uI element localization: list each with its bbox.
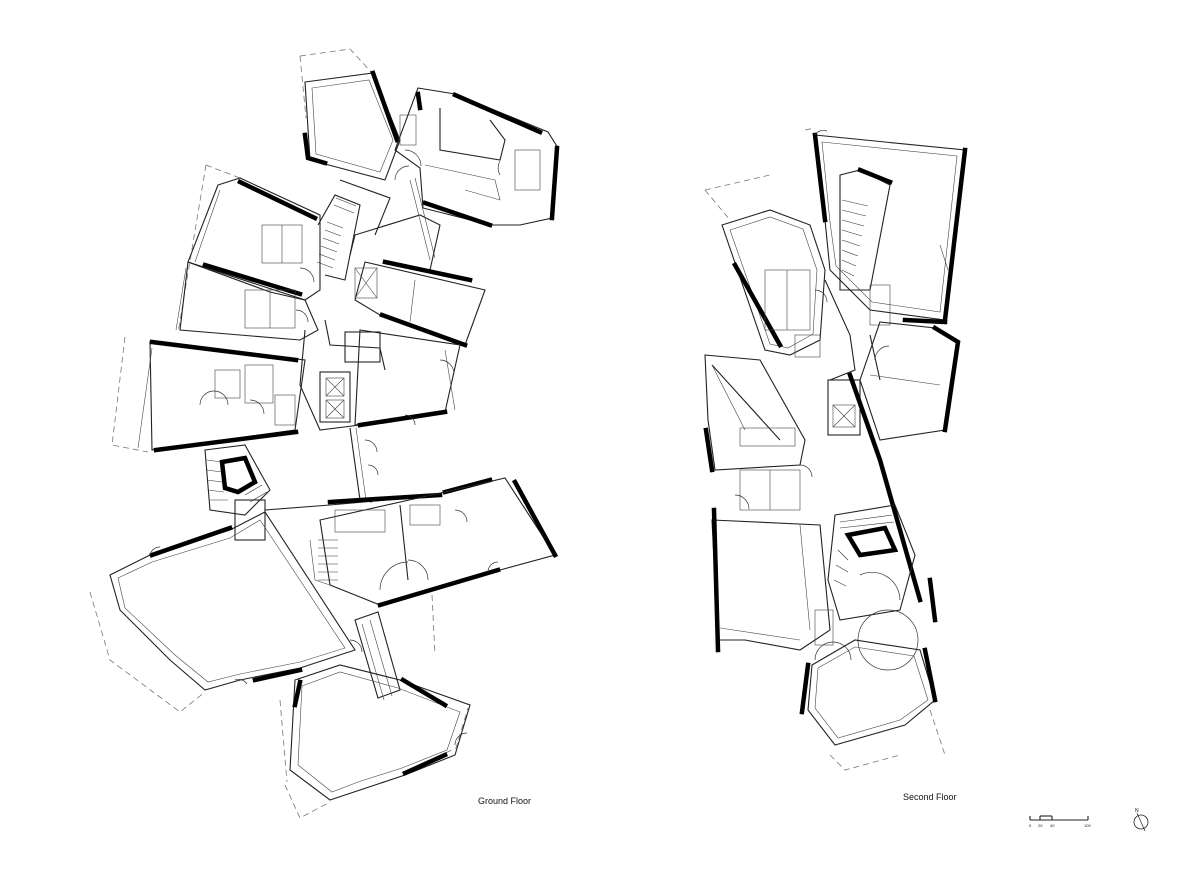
second-floor-south-room bbox=[799, 577, 938, 746]
second-floor-label: Second Floor bbox=[903, 792, 957, 802]
second-floor-stair-north bbox=[839, 167, 893, 326]
ground-floor-east-block bbox=[344, 259, 486, 428]
ground-floor-south-hall bbox=[264, 477, 559, 608]
ground-floor-plan bbox=[89, 48, 560, 819]
ground-floor-west-wing bbox=[137, 177, 321, 453]
second-floor-plan bbox=[703, 127, 968, 771]
ground-floor-central-spine bbox=[299, 165, 441, 503]
scale-tick-label: 20 bbox=[1038, 823, 1043, 828]
ground-floor-southwest-room bbox=[109, 511, 356, 691]
second-floor-overhang-outline bbox=[704, 127, 946, 771]
second-floor-core bbox=[824, 279, 923, 603]
scale-tick-label: 0 bbox=[1029, 823, 1032, 828]
scale-tick-label: 40 bbox=[1050, 823, 1055, 828]
ground-floor-vestibule bbox=[349, 611, 401, 701]
second-floor-east-room bbox=[859, 321, 961, 441]
second-floor-northwest-room bbox=[721, 209, 828, 358]
north-arrow-icon: N bbox=[1133, 808, 1149, 832]
ground-floor-south-room bbox=[289, 664, 471, 801]
north-label: N bbox=[1135, 808, 1139, 814]
ground-floor-stair-southwest bbox=[204, 444, 271, 541]
scale-bar: 0 20 40 100 bbox=[1029, 815, 1091, 828]
second-floor-southwest-room bbox=[711, 507, 834, 653]
ground-floor-label: Ground Floor bbox=[478, 796, 532, 806]
ground-floor-stair-west bbox=[316, 194, 361, 281]
second-floor-west-block bbox=[703, 354, 813, 511]
second-floor-stair-southeast bbox=[814, 504, 919, 671]
scale-tick-label: 100 bbox=[1084, 823, 1091, 828]
ground-floor-north-wing bbox=[302, 70, 560, 228]
